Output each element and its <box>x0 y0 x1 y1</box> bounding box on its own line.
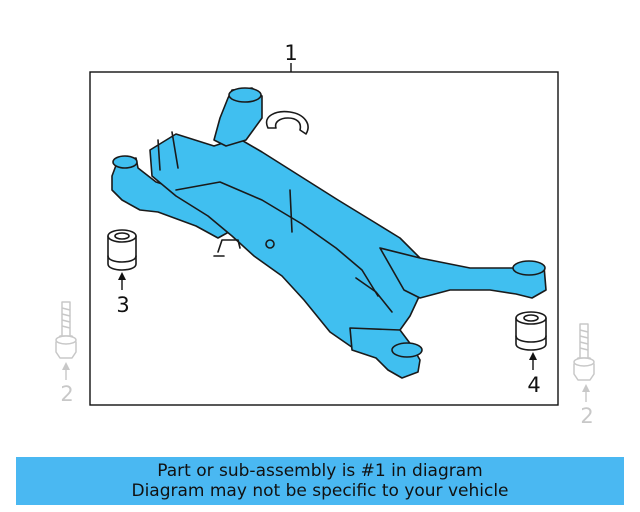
left-clip <box>213 239 241 257</box>
right-side-rail <box>379 247 547 299</box>
front-bushing[interactable] <box>107 229 137 271</box>
callout-3-label[interactable]: 3 <box>116 293 129 317</box>
left-mount-bolt[interactable] <box>55 301 77 359</box>
inner-bracket <box>157 131 393 313</box>
banner-line-part-note: Part or sub-assembly is #1 in diagram <box>157 461 483 481</box>
parts-diagram: 1 3 <box>55 41 595 428</box>
assembly-box <box>89 71 559 406</box>
right-mount-top <box>512 260 546 276</box>
left-mount-top <box>112 155 138 169</box>
crossmember-ridge <box>175 181 379 297</box>
lower-mount <box>349 327 421 379</box>
main-crossmember <box>149 133 425 351</box>
callout-4-label[interactable]: 4 <box>527 373 540 397</box>
rear-bushing[interactable] <box>515 311 547 351</box>
leader-arrow-2-right <box>582 384 590 392</box>
right-mount-bolt[interactable] <box>573 323 595 381</box>
leader-arrow-3 <box>118 272 126 280</box>
callout-2-right-label[interactable]: 2 <box>580 404 593 428</box>
banner-line-disclaimer: Diagram may not be specific to your vehi… <box>131 481 509 501</box>
rear-subframe[interactable] <box>111 87 547 379</box>
callout-1-label[interactable]: 1 <box>284 41 297 65</box>
leader-arrow-2-left <box>62 362 70 370</box>
upper-mount-top <box>228 87 262 103</box>
leader-arrow-4 <box>529 352 537 360</box>
info-banner: Part or sub-assembly is #1 in diagram Di… <box>16 457 624 505</box>
lower-mount-top <box>391 342 423 358</box>
callout-2-left-label[interactable]: 2 <box>60 382 73 406</box>
center-stud <box>265 239 275 249</box>
upper-clip <box>265 110 309 135</box>
